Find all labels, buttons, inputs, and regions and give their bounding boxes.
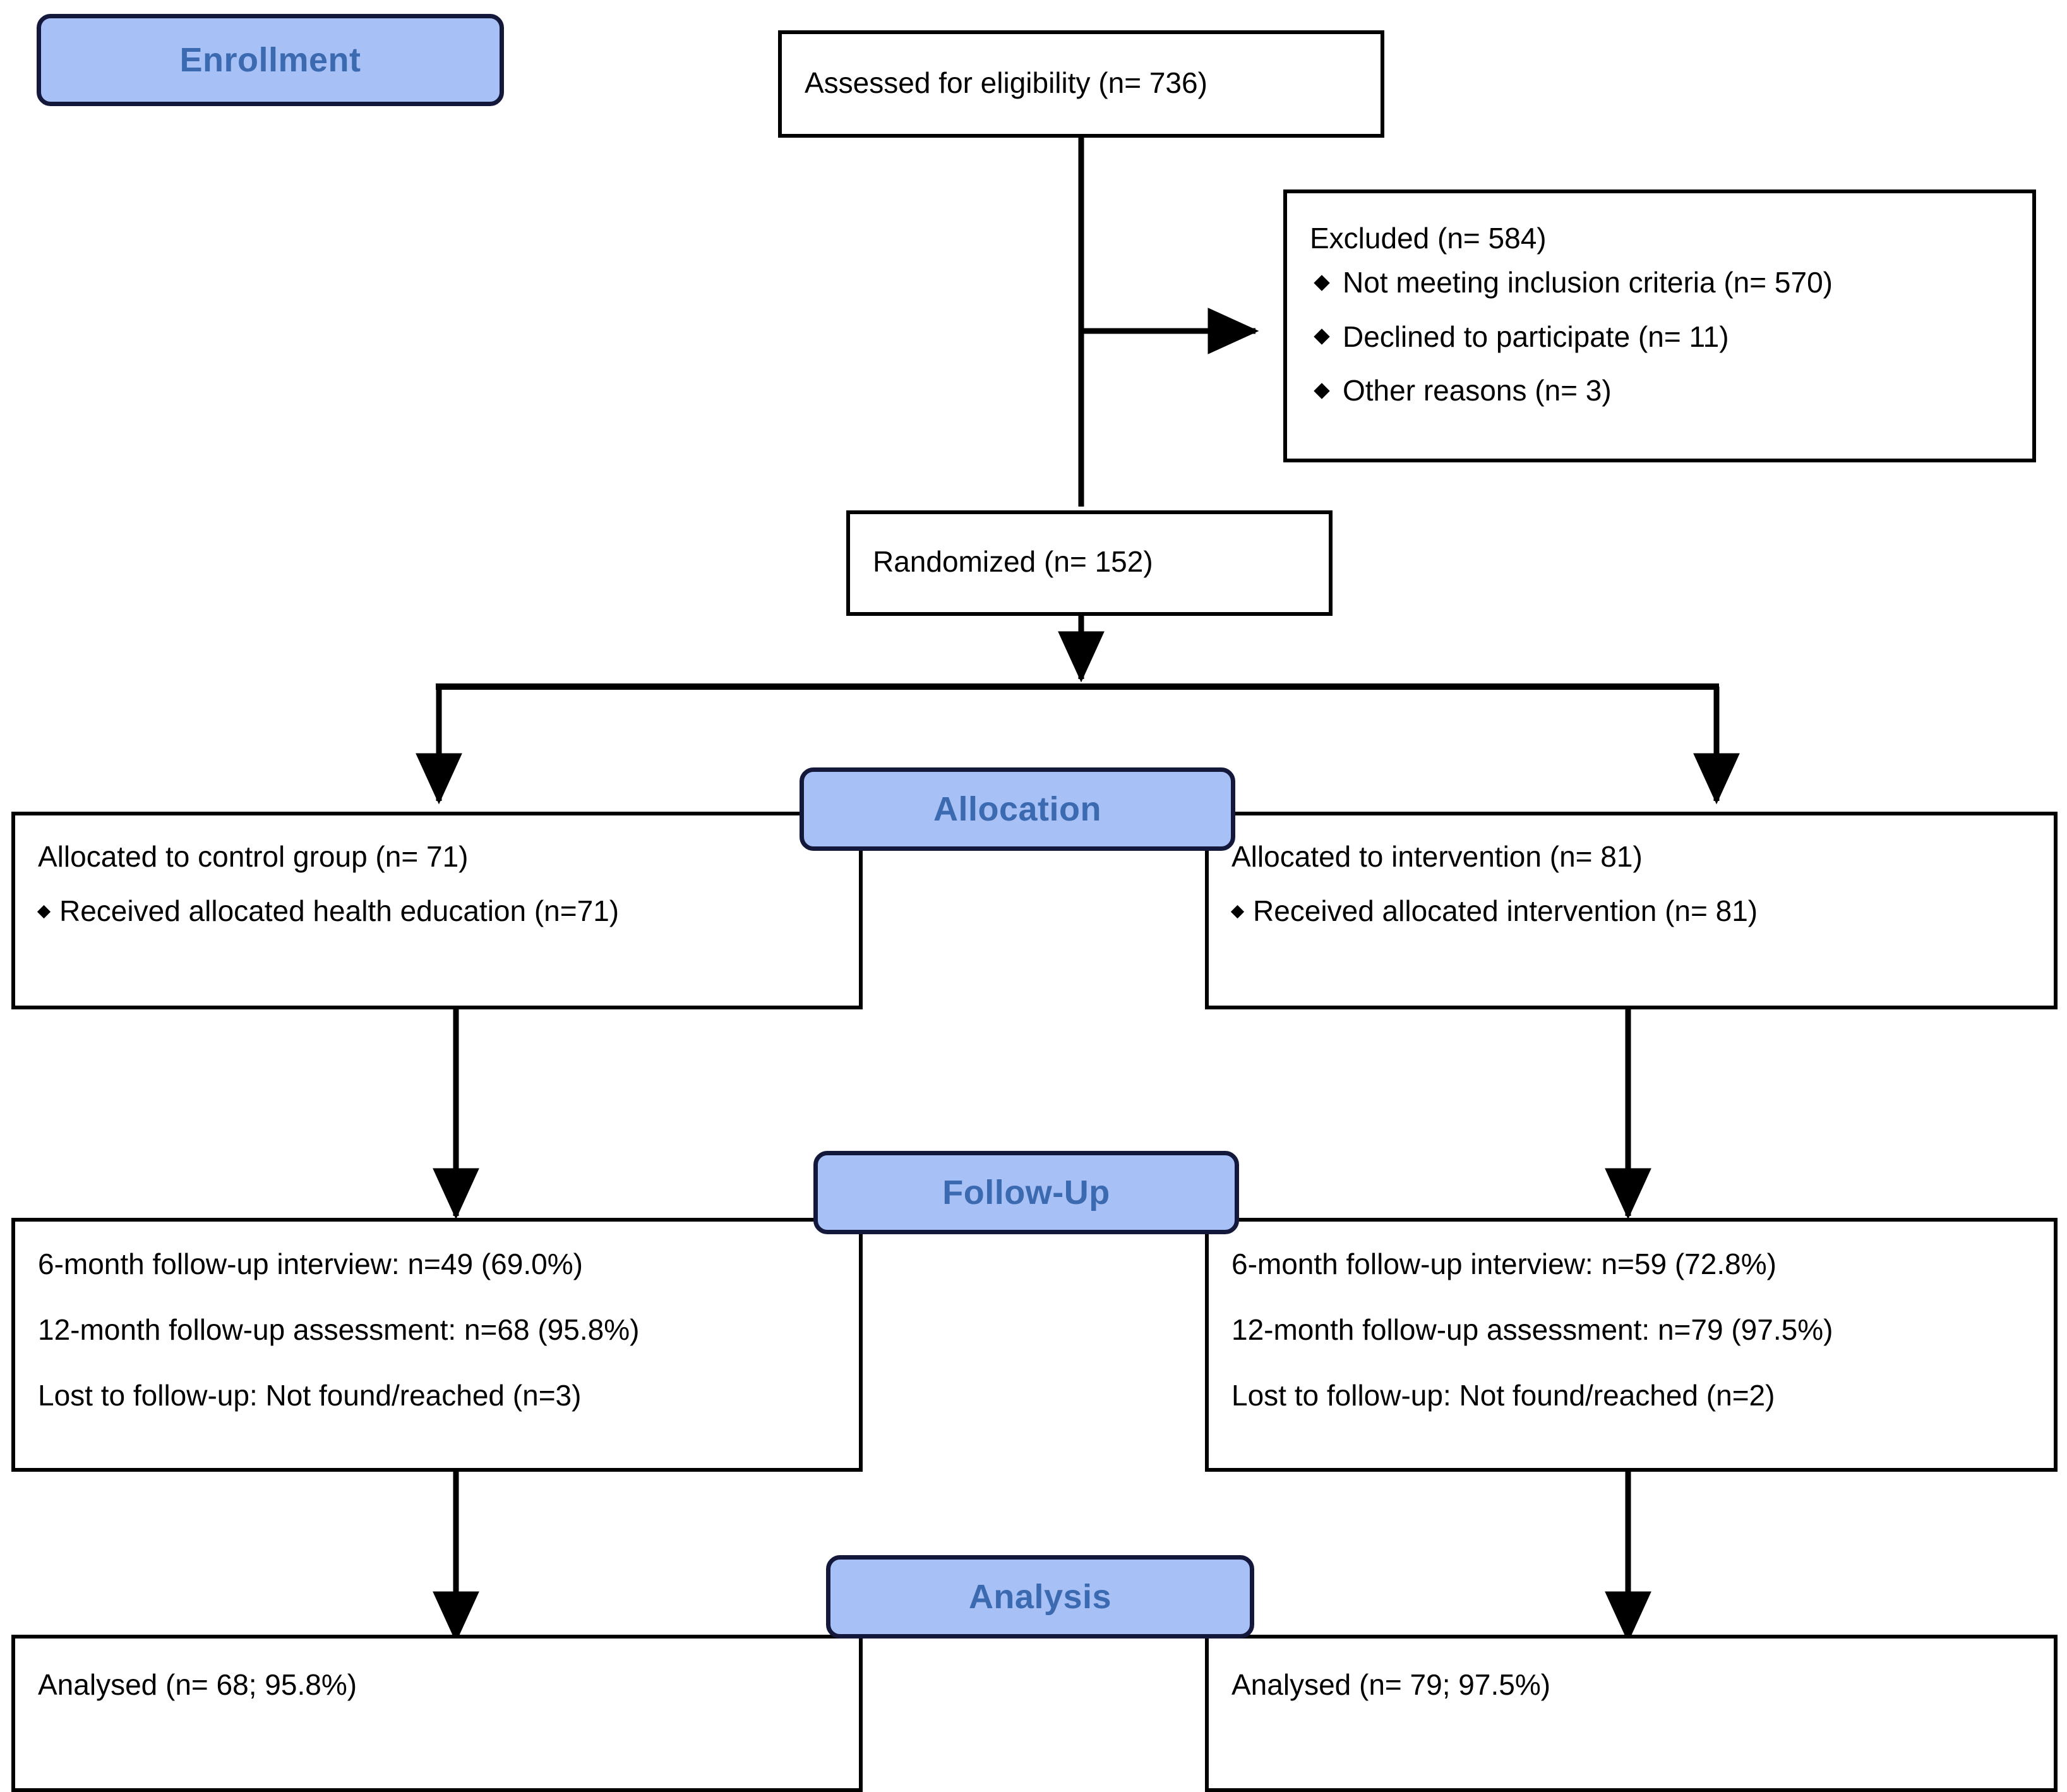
allocated-control-heading: Allocated to control group (n= 71) (38, 840, 469, 873)
stage-badge-enrollment: Enrollment (37, 14, 504, 106)
node-allocated-intervention: Allocated to intervention (n= 81) Receiv… (1205, 812, 2058, 1009)
allocated-control-item-text: Received allocated health education (n=7… (59, 894, 620, 927)
diamond-bullet-icon (1230, 905, 1245, 918)
node-followup-control: 6-month follow-up interview: n=49 (69.0%… (11, 1218, 863, 1472)
randomized-text: Randomized (n= 152) (873, 545, 1153, 578)
stage-badge-followup-label: Follow-Up (942, 1174, 1110, 1212)
stage-badge-followup: Follow-Up (813, 1151, 1239, 1234)
diamond-bullet-icon (1314, 383, 1330, 400)
assessed-text: Assessed for eligibility (n= 736) (805, 66, 1207, 99)
list-item: Not meeting inclusion criteria (n= 570) (1310, 264, 2010, 302)
followup-intervention-line-3: Lost to follow-up: Not found/reached (n=… (1231, 1378, 1775, 1412)
followup-control-line-3: Lost to follow-up: Not found/reached (n=… (38, 1378, 582, 1412)
stage-badge-allocation: Allocation (800, 767, 1235, 851)
analysed-control-text: Analysed (n= 68; 95.8%) (38, 1668, 357, 1701)
excluded-reason-text: Declined to participate (n= 11) (1343, 320, 1729, 353)
analysed-intervention-text: Analysed (n= 79; 97.5%) (1231, 1668, 1551, 1701)
excluded-reasons-list: Not meeting inclusion criteria (n= 570) … (1310, 264, 2010, 410)
stage-badge-analysis: Analysis (826, 1555, 1254, 1639)
diamond-bullet-icon (1314, 274, 1330, 291)
allocated-intervention-items-list: Received allocated intervention (n= 81) (1230, 893, 2031, 930)
node-assessed-for-eligibility: Assessed for eligibility (n= 736) (778, 30, 1384, 138)
diamond-bullet-icon (1314, 328, 1330, 346)
followup-control-line-1: 6-month follow-up interview: n=49 (69.0%… (38, 1248, 583, 1280)
node-allocated-control: Allocated to control group (n= 71) Recei… (11, 812, 863, 1009)
stage-badge-analysis-label: Analysis (968, 1578, 1112, 1616)
diamond-bullet-icon (37, 905, 51, 918)
node-followup-intervention: 6-month follow-up interview: n=59 (72.8%… (1205, 1218, 2058, 1472)
excluded-reason-text: Other reasons (n= 3) (1343, 374, 1612, 407)
stage-badge-enrollment-label: Enrollment (179, 41, 361, 79)
followup-control-line-2: 12-month follow-up assessment: n=68 (95.… (38, 1313, 640, 1346)
list-item: Received allocated intervention (n= 81) (1230, 893, 2031, 930)
list-item: Received allocated health education (n=7… (37, 893, 836, 930)
node-randomized: Randomized (n= 152) (846, 510, 1333, 616)
list-item: Other reasons (n= 3) (1310, 372, 2010, 410)
allocated-intervention-heading: Allocated to intervention (n= 81) (1231, 840, 1643, 873)
stage-badge-allocation-label: Allocation (933, 790, 1101, 828)
excluded-heading: Excluded (n= 584) (1310, 222, 1547, 255)
excluded-reason-text: Not meeting inclusion criteria (n= 570) (1343, 265, 1833, 299)
allocated-intervention-item-text: Received allocated intervention (n= 81) (1253, 894, 1758, 927)
list-item: Declined to participate (n= 11) (1310, 318, 2010, 356)
followup-intervention-line-1: 6-month follow-up interview: n=59 (72.8%… (1231, 1248, 1776, 1280)
allocated-control-items-list: Received allocated health education (n=7… (37, 893, 836, 930)
followup-intervention-line-2: 12-month follow-up assessment: n=79 (97.… (1231, 1313, 1833, 1346)
node-excluded: Excluded (n= 584) Not meeting inclusion … (1283, 189, 2036, 462)
node-analysed-intervention: Analysed (n= 79; 97.5%) (1205, 1635, 2058, 1792)
node-analysed-control: Analysed (n= 68; 95.8%) (11, 1635, 863, 1792)
